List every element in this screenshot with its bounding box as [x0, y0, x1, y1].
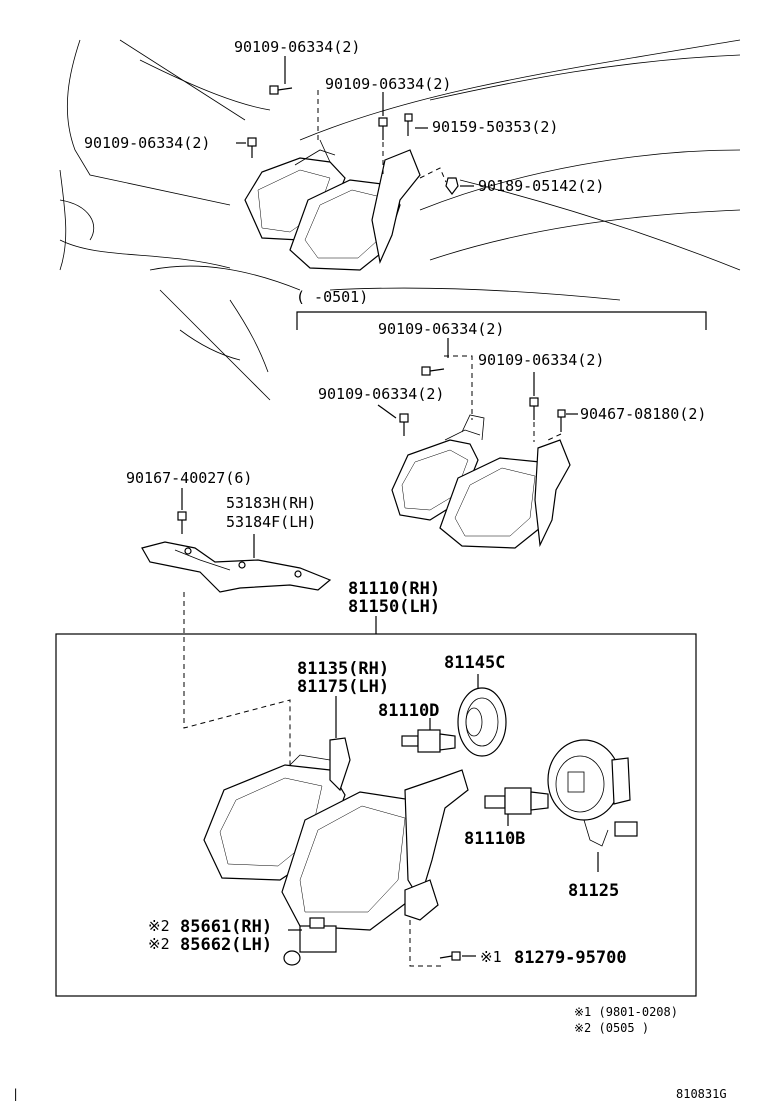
label-date-range: ( -0501): [296, 288, 368, 306]
label-81110b: 81110B: [464, 829, 525, 849]
diagram-code: 810831G: [676, 1087, 727, 1101]
bulb-81110d: [401, 729, 456, 753]
note-1: ※1 (9801-0208): [574, 1005, 678, 1019]
footer-left-mark: |: [12, 1087, 19, 1101]
label-90467-08180: 90467-08180(2): [580, 405, 706, 423]
label-81125: 81125: [568, 881, 619, 901]
bracket-bolt: [177, 488, 255, 558]
bracket-alignment: [183, 592, 291, 770]
bolt-icon: [421, 366, 445, 376]
label-90109-06334-mid-a: 90109-06334(2): [378, 320, 504, 338]
mid-leaders: [377, 338, 578, 419]
actuator-81125: [547, 739, 638, 847]
bolt-icon: [399, 413, 409, 436]
mid-fasteners: [399, 355, 566, 442]
label-90109-06334-b: 90109-06334(2): [325, 75, 451, 93]
mid-labels: 90109-06334(2) 90109-06334(2) 90109-0633…: [318, 320, 706, 423]
screw-icon: [404, 113, 413, 136]
bolt-icon: [529, 397, 539, 420]
headlamp-housing: [203, 737, 469, 931]
bolt-icon: [269, 85, 293, 95]
unit-frame: [55, 633, 697, 997]
label-53184f: 53184F(LH): [226, 513, 316, 531]
variant-bracket: [296, 311, 707, 330]
top-leaders: [236, 56, 474, 187]
bracket-53183h: [141, 541, 332, 593]
top-labels: 90109-06334(2) 90109-06334(2) 90159-5035…: [84, 38, 604, 195]
cap-81145c: [457, 687, 507, 757]
car-body-outline: [59, 39, 741, 401]
screw-icon: [439, 951, 461, 961]
bolt-icon: [177, 511, 187, 534]
top-fasteners: [247, 85, 459, 195]
mark-note1: ※1: [480, 948, 502, 966]
clip-icon: [445, 177, 459, 195]
label-81145c: 81145C: [444, 653, 505, 673]
label-90109-06334-a: 90109-06334(2): [234, 38, 360, 56]
label-81175: 81175(LH): [297, 677, 389, 697]
label-90109-06334-d: 90109-06334(2): [84, 134, 210, 152]
leveling-motor-85661: [283, 917, 337, 966]
headlamp-top-assembly: [244, 139, 421, 271]
label-81110d: 81110D: [378, 701, 439, 721]
label-90189-05142: 90189-05142(2): [478, 177, 604, 195]
note-2: ※2 (0505 ): [574, 1021, 649, 1035]
screw-icon: [557, 409, 566, 432]
bolt-icon: [378, 117, 388, 140]
label-85661: 85661(RH): [180, 917, 272, 937]
bulb-81110b: [484, 787, 549, 815]
mark-note2-lh: ※2: [148, 935, 170, 953]
label-81279-95700: 81279-95700: [514, 948, 627, 968]
label-90109-06334-mid-c: 90109-06334(2): [318, 385, 444, 403]
mark-note2-rh: ※2: [148, 917, 170, 935]
screw-81279: [409, 920, 476, 967]
label-90167-40027: 90167-40027(6): [126, 469, 252, 487]
label-85662: 85662(LH): [180, 935, 272, 955]
headlamp-mid-assembly: [391, 414, 571, 549]
label-81110: 81110(RH): [348, 579, 440, 599]
label-81135: 81135(RH): [297, 659, 389, 679]
label-81150: 81150(LH): [348, 597, 440, 617]
label-90109-06334-mid-b: 90109-06334(2): [478, 351, 604, 369]
bolt-icon: [247, 137, 257, 158]
label-90159-50353: 90159-50353(2): [432, 118, 558, 136]
label-53183h: 53183H(RH): [226, 494, 316, 512]
